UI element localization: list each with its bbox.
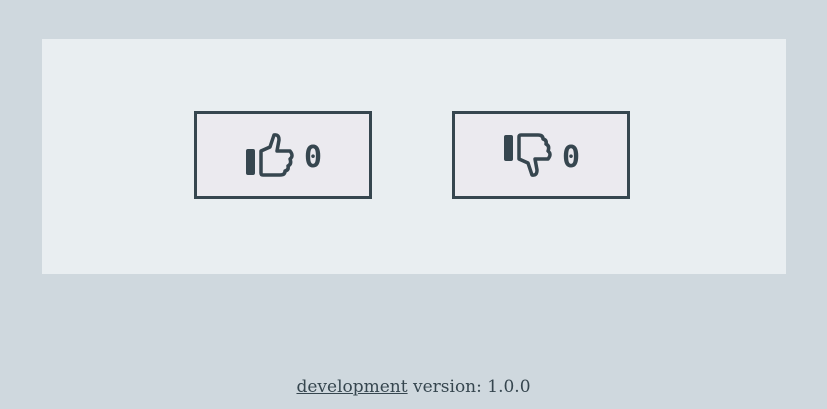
thumbs-down-icon — [502, 131, 554, 179]
like-button[interactable]: 0 — [194, 111, 372, 199]
dislike-count: 0 — [561, 140, 581, 175]
vote-panel: 0 0 — [42, 39, 786, 274]
thumbs-up-icon — [244, 131, 296, 179]
version-footer: development version: 1.0.0 — [0, 377, 827, 397]
dislike-button[interactable]: 0 — [452, 111, 630, 199]
like-count: 0 — [303, 140, 323, 175]
version-text: version: 1.0.0 — [407, 377, 531, 397]
development-link[interactable]: development — [296, 377, 408, 397]
